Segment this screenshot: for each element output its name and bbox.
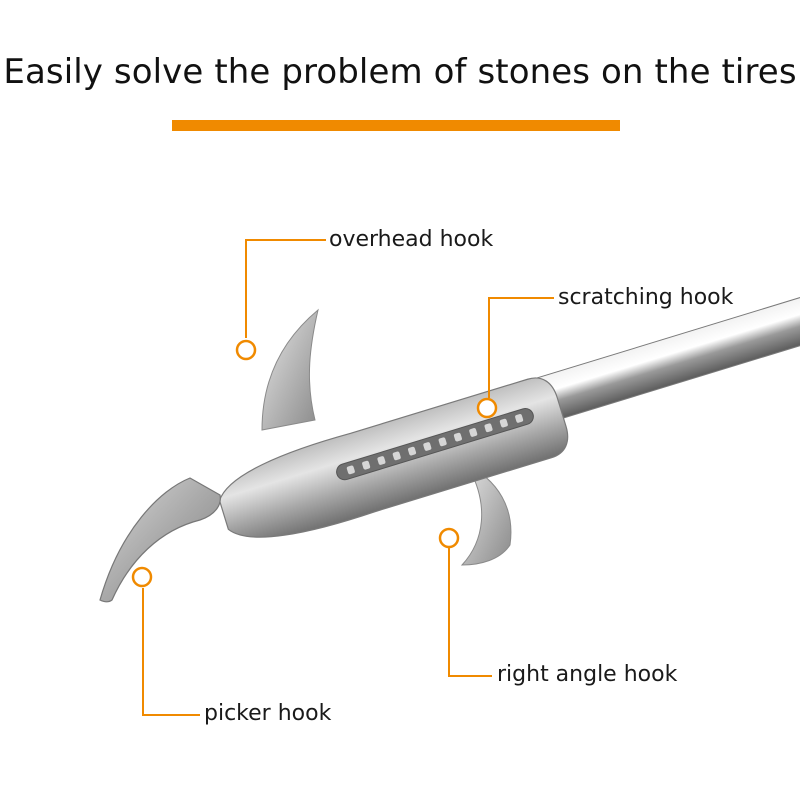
overhead-hook-blade (261, 308, 319, 431)
headline: Easily solve the problem of stones on th… (3, 52, 797, 92)
right-angle-hook-leader (448, 548, 492, 677)
right-angle-hook-label: right angle hook (497, 662, 678, 687)
right-angle-hook-marker (438, 527, 460, 549)
overhead-hook-label: overhead hook (329, 227, 494, 252)
right-angle-hook-blade (460, 461, 512, 566)
picker-hook-marker (131, 566, 153, 588)
tool-body (218, 377, 569, 538)
picker-hook-blade (99, 477, 221, 603)
picker-hook-leader (142, 588, 200, 716)
picker-hook-label: picker hook (204, 701, 332, 726)
scratching-hook-label: scratching hook (558, 285, 734, 310)
overhead-hook-leader (245, 239, 326, 338)
overhead-hook-marker (235, 339, 257, 361)
headline-underline (172, 120, 620, 131)
scratching-hook-leader (488, 297, 554, 398)
scratching-hook-marker (476, 397, 498, 419)
